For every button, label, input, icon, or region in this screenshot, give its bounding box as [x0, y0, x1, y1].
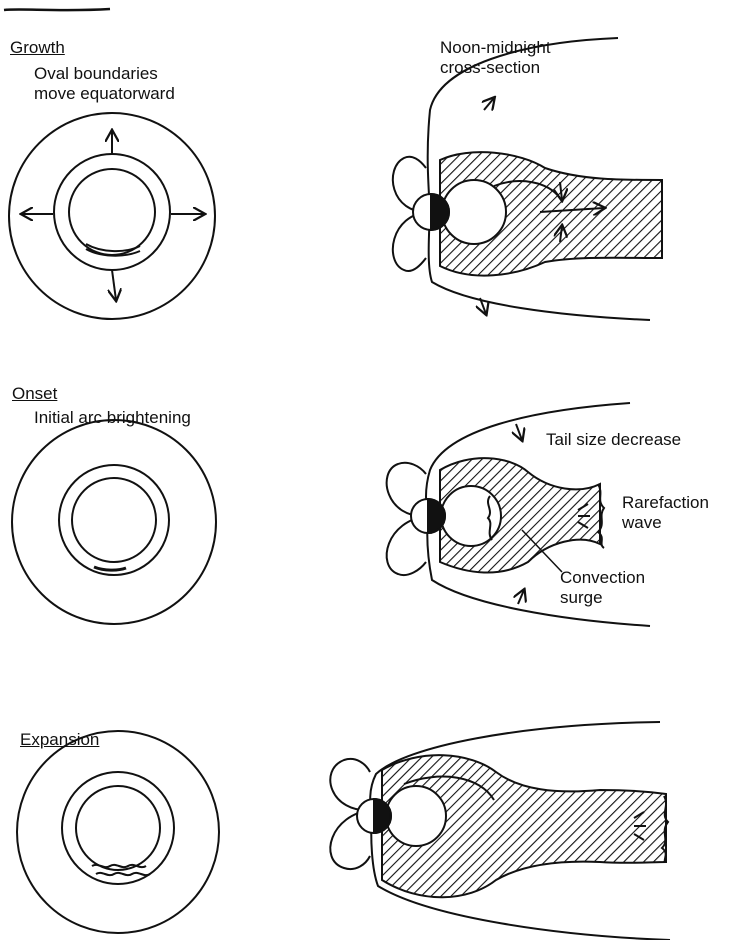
- expansion-cross-section: [330, 722, 670, 940]
- onset-arrow-tail-decrease-top: [516, 424, 522, 440]
- onset-oval-inner: [72, 478, 156, 562]
- onset-inner-cavity: [441, 486, 501, 546]
- onset-outer-circle: [12, 420, 216, 624]
- growth-cross-section: [393, 38, 662, 320]
- growth-arrow-out-top: [484, 98, 494, 110]
- growth-polar-view: [9, 113, 215, 319]
- expansion-wavy-arc-2: [96, 873, 150, 875]
- expansion-polar-view: [17, 731, 219, 933]
- onset-arrow-tail-decrease-bottom: [518, 590, 524, 604]
- onset-oval-outer: [59, 465, 169, 575]
- onset-arc-brightening: [94, 567, 126, 570]
- onset-cross-section: [387, 403, 650, 626]
- growth-oval-inner: [69, 169, 155, 255]
- growth-arrow-down: [112, 270, 116, 300]
- growth-oval-outer: [54, 154, 170, 270]
- expansion-oval-inner: [76, 786, 160, 870]
- growth-inner-cavity: [442, 180, 506, 244]
- expansion-inner-cavity: [386, 786, 446, 846]
- expansion-outer-circle: [17, 731, 219, 933]
- expansion-oval-outer: [62, 772, 174, 884]
- onset-polar-view: [12, 420, 216, 624]
- header-scribble: [4, 9, 110, 10]
